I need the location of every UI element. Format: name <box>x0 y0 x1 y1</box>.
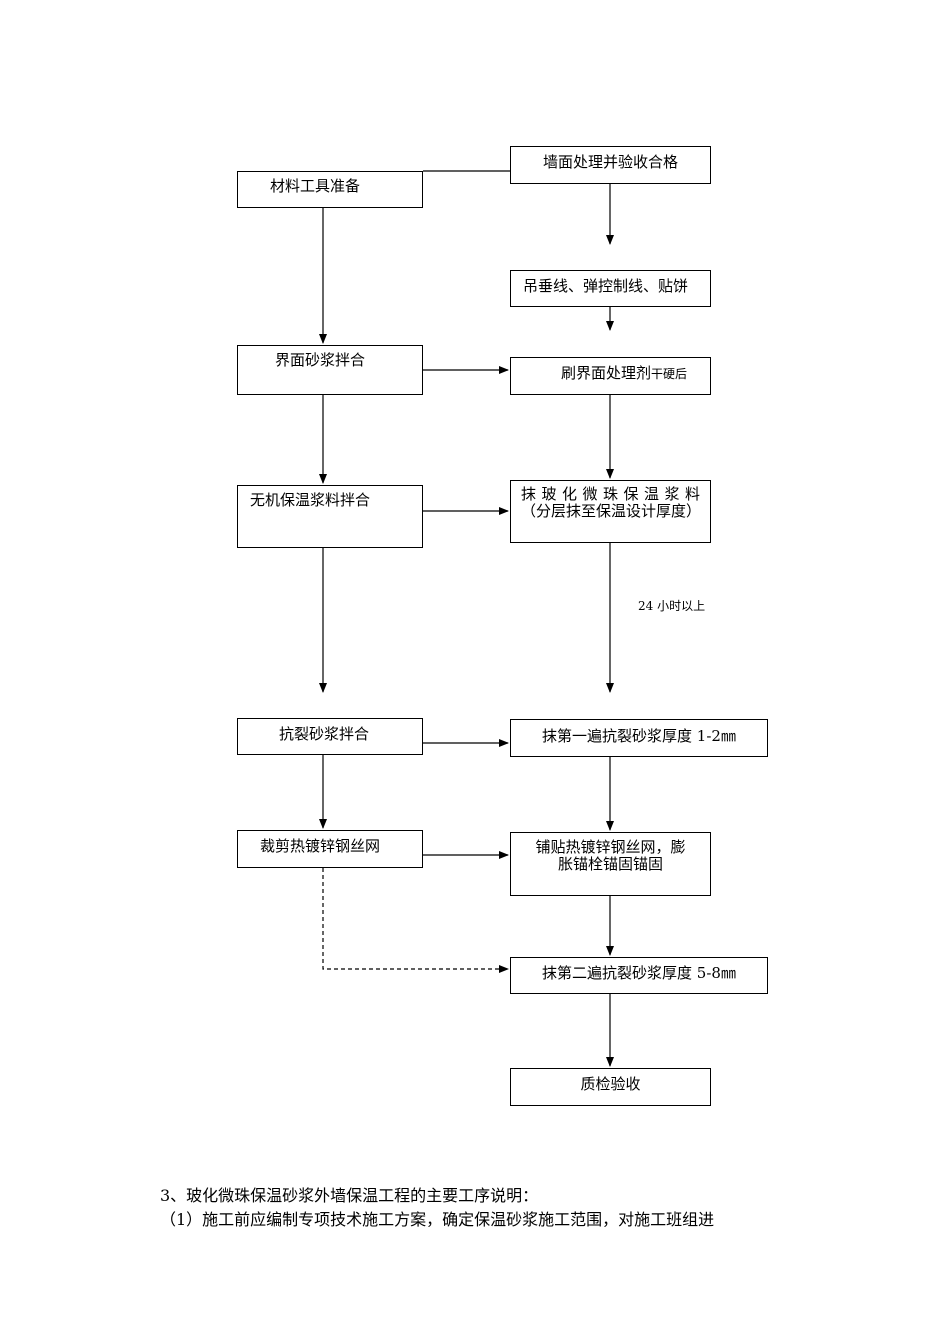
box-first-anticrack: 抹第一遍抗裂砂浆厚度 1-2㎜ <box>510 719 768 757</box>
box-cut-mesh: 裁剪热镀锌钢丝网 <box>237 830 423 868</box>
box-apply-glass-bead-line1: 抹玻化微珠保温浆料 <box>521 485 700 503</box>
box-apply-glass-bead: 抹玻化微珠保温浆料 （分层抹至保温设计厚度） <box>510 480 711 543</box>
construction-flowchart: 墙面处理并验收合格 吊垂线、弹控制线、贴饼 刷界面处理剂干硬后 抹玻化微珠保温浆… <box>237 146 768 1106</box>
box-brush-interface: 刷界面处理剂干硬后 <box>510 357 711 395</box>
box-quality-check-text: 质检验收 <box>580 1075 641 1093</box>
box-anticrack-mix-text: 抗裂砂浆拌合 <box>278 725 369 743</box>
box-brush-interface-suffix: 干硬后 <box>651 367 688 381</box>
box-wall-treatment-text: 墙面处理并验收合格 <box>542 153 678 171</box>
wait-time-label: 24 小时以上 <box>638 599 706 613</box>
flowchart-connectors <box>319 170 614 1067</box>
box-inorganic-mortar: 无机保温浆料拌合 <box>237 485 423 548</box>
box-anticrack-mix: 抗裂砂浆拌合 <box>237 718 423 755</box>
box-brush-interface-text: 刷界面处理剂 <box>561 364 652 382</box>
box-wall-treatment: 墙面处理并验收合格 <box>510 146 711 184</box>
box-lay-mesh-line2: 胀锚栓锚固锚固 <box>557 855 663 873</box>
box-plumb-line: 吊垂线、弹控制线、贴饼 <box>510 270 711 307</box>
box-inorganic-mortar-text: 无机保温浆料拌合 <box>250 491 371 509</box>
section-heading: 3、玻化微珠保温砂浆外墙保温工程的主要工序说明： <box>160 1186 539 1205</box>
box-apply-glass-bead-line2: （分层抹至保温设计厚度） <box>521 502 702 520</box>
box-quality-check: 质检验收 <box>510 1068 711 1106</box>
box-interface-mortar: 界面砂浆拌合 <box>237 345 423 395</box>
box-second-anticrack-text: 抹第二遍抗裂砂浆厚度 5-8㎜ <box>542 964 736 982</box>
box-lay-mesh: 铺贴热镀锌钢丝网，膨 胀锚栓锚固锚固 <box>510 832 711 896</box>
box-lay-mesh-line1: 铺贴热镀锌钢丝网，膨 <box>535 838 686 856</box>
dashed-arrow-cut-to-second <box>322 868 509 973</box>
box-materials-tools-text: 材料工具准备 <box>269 177 360 195</box>
box-materials-tools: 材料工具准备 <box>237 171 423 208</box>
box-cut-mesh-text: 裁剪热镀锌钢丝网 <box>259 837 380 855</box>
box-first-anticrack-text: 抹第一遍抗裂砂浆厚度 1-2㎜ <box>542 727 736 745</box>
box-second-anticrack: 抹第二遍抗裂砂浆厚度 5-8㎜ <box>510 957 768 994</box>
box-plumb-line-text: 吊垂线、弹控制线、贴饼 <box>523 277 689 295</box>
box-interface-mortar-text: 界面砂浆拌合 <box>274 351 365 369</box>
paragraph-item-1: （1）施工前应编制专项技术施工方案，确定保温砂浆施工范围，对施工班组进 <box>160 1210 715 1229</box>
